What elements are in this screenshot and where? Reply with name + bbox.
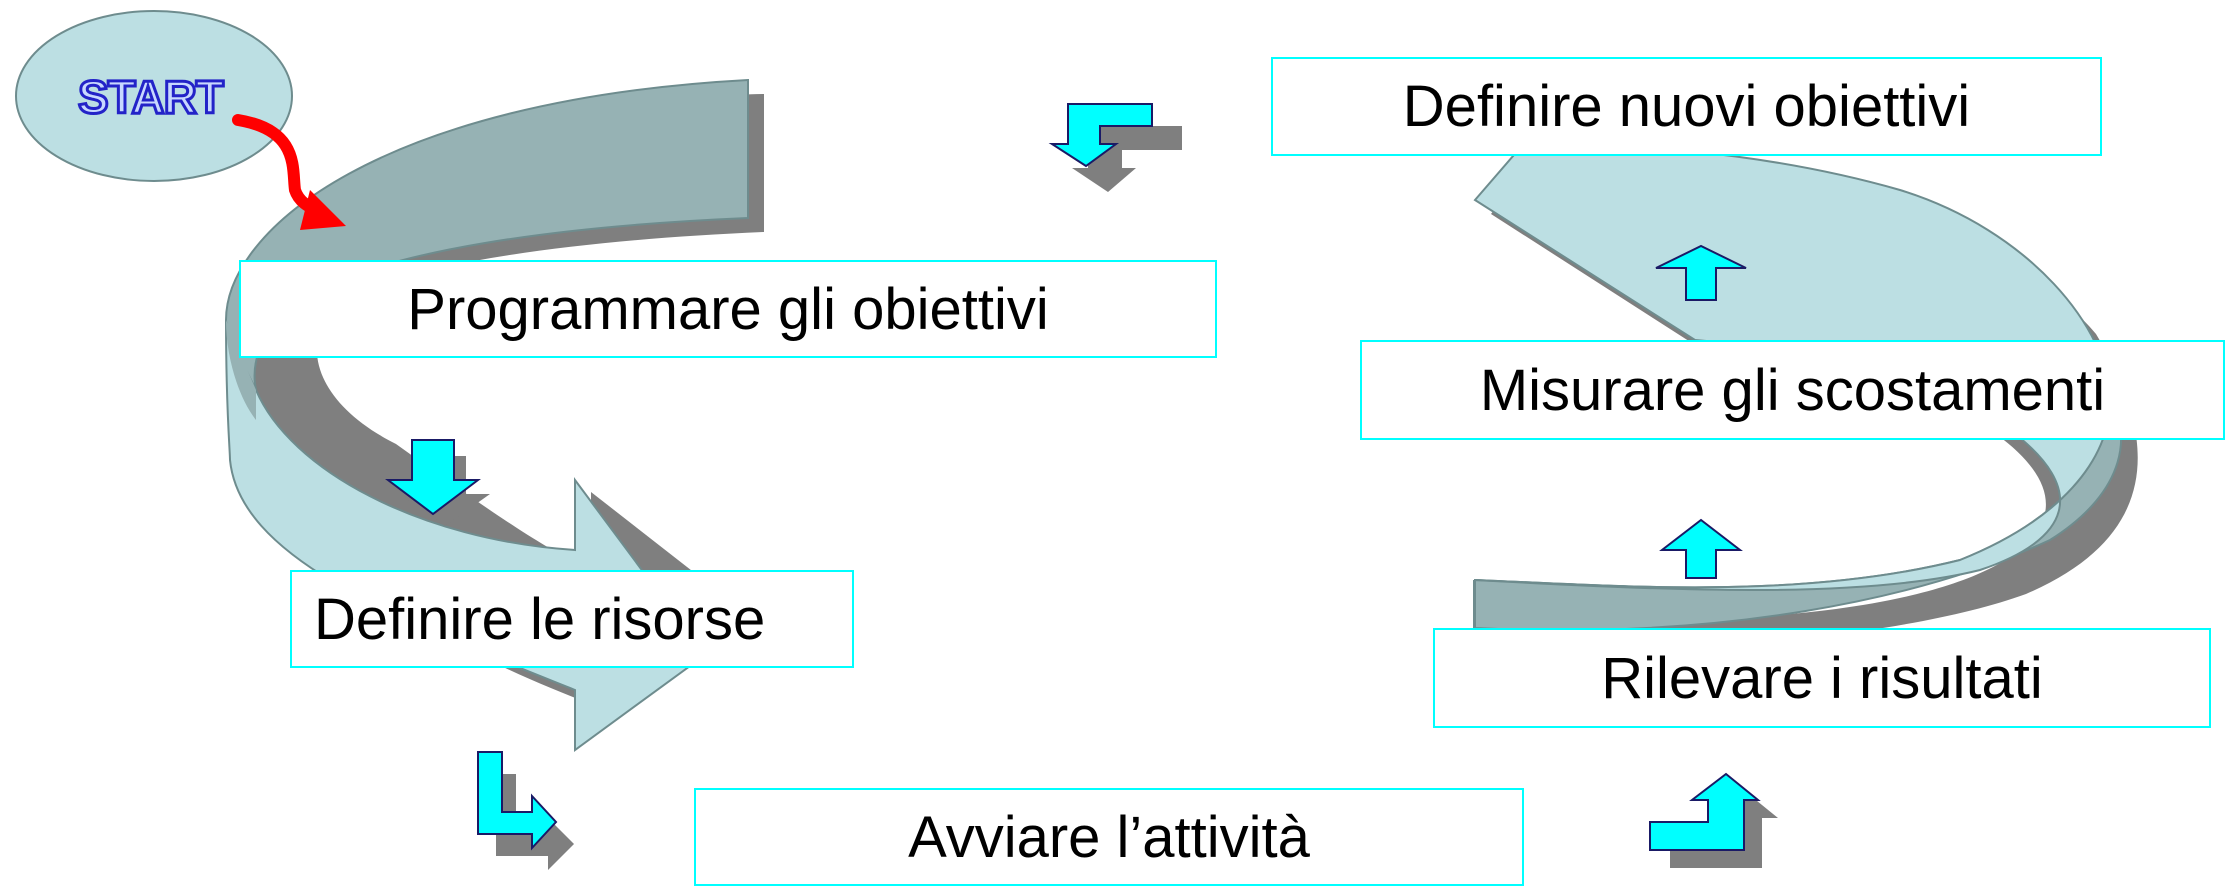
arrow-bent-up [1649,772,1778,868]
step-misurare-scostamenti: Misurare gli scostamenti [1360,340,2225,440]
arrow-bent-right [477,751,574,870]
step-rilevare-risultati: Rilevare i risultati [1433,628,2211,728]
start-label: START [77,70,226,125]
step-avviare-attivita: Avviare l’attività [694,788,1524,886]
step-definire-risorse: Definire le risorse [290,570,854,668]
start-ellipse [15,10,293,182]
arrow-bent-down [1048,103,1182,192]
step-nuovi-obiettivi: Definire nuovi obiettivi [1271,57,2102,156]
step-programmare-obiettivi: Programmare gli obiettivi [239,260,1217,358]
arrow-up-1 [1659,518,1743,579]
start-arrow [232,114,346,230]
arrow-up-2 [1655,244,1747,301]
arrow-down-1 [385,439,490,526]
